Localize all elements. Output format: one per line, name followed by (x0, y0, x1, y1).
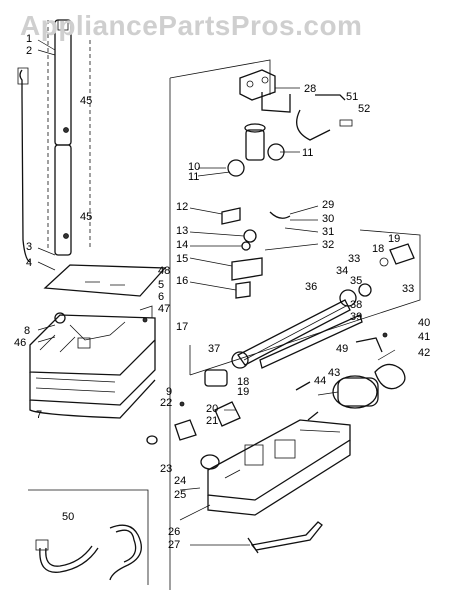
label-6: 6 (158, 291, 164, 303)
base-pan (207, 419, 351, 516)
label-30: 30 (322, 213, 334, 225)
suction-hose (35, 524, 142, 581)
label-21: 21 (206, 415, 218, 427)
label-48: 48 (158, 265, 170, 277)
label-37: 37 (208, 343, 220, 355)
label-3: 3 (26, 241, 32, 253)
label-51: 51 (346, 91, 358, 103)
label-29: 29 (322, 199, 334, 211)
label-28: 28 (304, 83, 316, 95)
label-26: 26 (168, 526, 180, 538)
label-7: 7 (36, 409, 42, 421)
label-31: 31 (322, 226, 334, 238)
label-32: 32 (322, 239, 334, 251)
label-44: 44 (314, 375, 326, 387)
link-rod (247, 521, 323, 554)
label-41: 41 (418, 331, 430, 343)
label-9: 9 (166, 386, 172, 398)
assembly-outline (169, 59, 421, 590)
label-23: 23 (160, 463, 172, 475)
label-11a: 11 (188, 171, 199, 183)
label-38: 38 (350, 299, 362, 311)
label-19a: 19 (237, 386, 249, 398)
misc-rods (295, 381, 319, 421)
spindle-hub (227, 123, 285, 177)
label-13: 13 (176, 225, 188, 237)
label-14: 14 (176, 239, 188, 251)
label-42: 42 (418, 347, 430, 359)
small-fittings (146, 401, 241, 491)
label-49: 49 (336, 343, 348, 355)
label-45a: 45 (80, 95, 92, 107)
label-1: 1 (26, 33, 32, 45)
switch-cord (296, 94, 353, 141)
label-47: 47 (158, 303, 170, 315)
label-33b: 33 (402, 283, 414, 295)
label-45b: 45 (80, 211, 92, 223)
label-46: 46 (14, 337, 26, 349)
label-39: 39 (350, 311, 362, 323)
main-housing (29, 314, 156, 419)
label-43: 43 (328, 367, 340, 379)
upper-handle-tube (54, 19, 72, 146)
hose-inset-box (28, 489, 149, 585)
motor (317, 375, 379, 409)
label-18a: 18 (237, 376, 249, 388)
label-18b: 18 (372, 243, 384, 255)
label-27: 27 (168, 539, 180, 551)
label-12: 12 (176, 201, 188, 213)
leader-lines (37, 39, 396, 546)
label-35: 35 (350, 275, 362, 287)
label-36: 36 (305, 281, 317, 293)
label-17: 17 (176, 321, 188, 333)
label-15: 15 (176, 253, 188, 265)
cam-and-lever-parts (221, 207, 291, 299)
label-5: 5 (158, 279, 164, 291)
bearing-caps (204, 243, 415, 387)
lower-handle-tube (54, 144, 72, 256)
label-33a: 33 (348, 253, 360, 265)
handle-bracket (43, 264, 167, 297)
label-19b: 19 (388, 233, 400, 245)
label-10: 10 (188, 161, 200, 173)
label-24: 24 (174, 475, 186, 487)
power-cord (17, 67, 31, 263)
label-40: 40 (418, 317, 430, 329)
label-20: 20 (206, 403, 218, 415)
label-25: 25 (174, 489, 186, 501)
latch-parts (54, 305, 153, 324)
part-labels: 1 2 3 4 5 6 7 8 9 10 11 11 12 13 14 15 1… (14, 33, 430, 551)
label-34: 34 (336, 265, 348, 277)
label-4: 4 (26, 257, 32, 269)
belt (374, 363, 406, 390)
handle-tube-outline (47, 20, 91, 250)
label-22: 22 (160, 397, 172, 409)
label-52: 52 (358, 103, 370, 115)
switch-assembly (239, 69, 291, 113)
label-2: 2 (26, 45, 32, 57)
label-11b: 11 (302, 147, 313, 159)
motor-bracket (355, 332, 388, 353)
label-8: 8 (24, 325, 30, 337)
label-16: 16 (176, 275, 188, 287)
label-50: 50 (62, 511, 74, 523)
brush-roll (231, 283, 372, 369)
